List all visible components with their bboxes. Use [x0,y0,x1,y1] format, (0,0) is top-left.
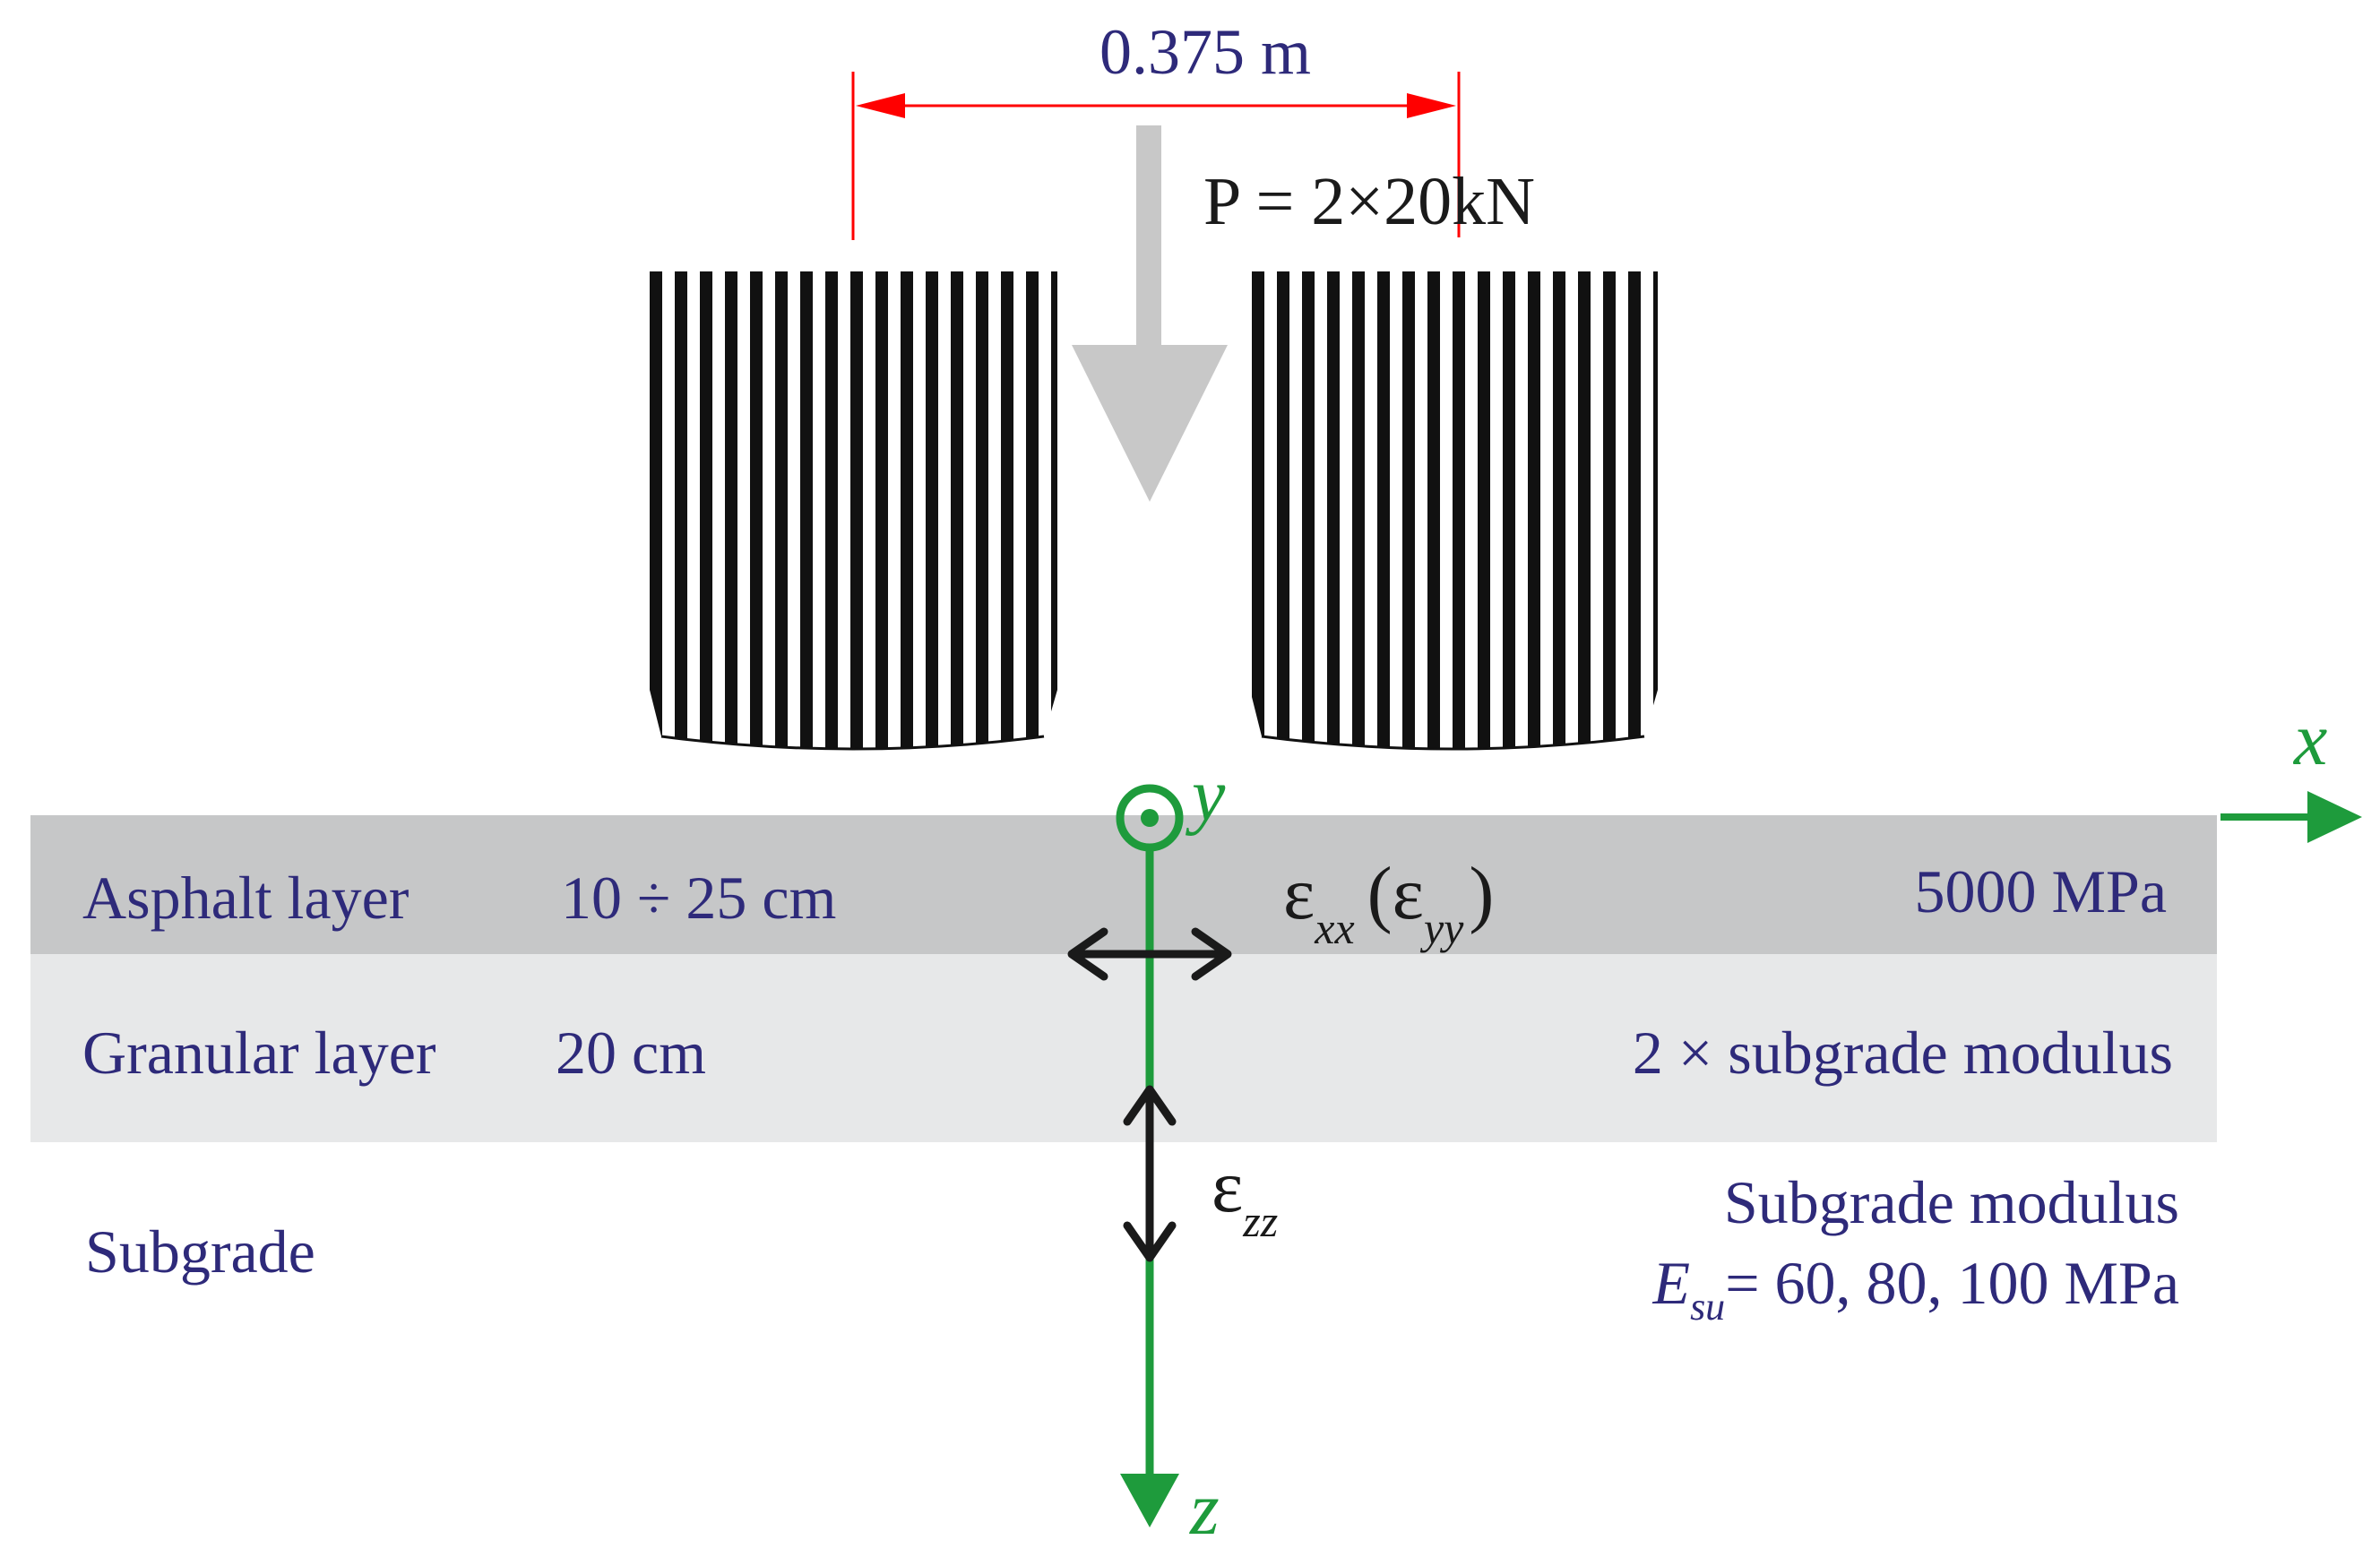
epsilon-xx-symbol: ε [1283,852,1315,935]
x-axis [2220,791,2362,843]
subgrade-modulus-values: Esu= 60, 80, 100 MPa [1652,1249,2179,1329]
epsilon-xx-subscript: xx [1314,903,1354,953]
x-axis-label: x [2292,698,2327,781]
subgrade-modulus-subscript: su [1690,1285,1725,1329]
vertical-strain-label: εzz [1212,1145,1278,1246]
z-axis-label: z [1189,1467,1220,1551]
epsilon-yy-subscript: yy [1419,903,1464,953]
right-tire [1250,271,1658,751]
horizontal-strain-arrow [1067,927,1232,981]
granular-layer-modulus: 2 × subgrade modulus [1633,1019,2173,1087]
load-arrow [1072,125,1228,502]
subgrade-modulus-title: Subgrade modulus [1724,1168,2179,1236]
subgrade-modulus-symbol: E [1652,1249,1691,1317]
epsilon-zz-symbol: ε [1212,1145,1243,1228]
asphalt-layer-thickness: 10 ÷ 25 cm [561,864,836,932]
granular-layer-name: Granular layer [82,1019,436,1087]
granular-layer [30,954,2217,1142]
vertical-strain-arrow [1123,1085,1177,1262]
y-axis-label: y [1185,753,1226,837]
epsilon-zz-subscript: zz [1242,1196,1278,1246]
epsilon-yy-symbol: ε [1393,852,1424,935]
granular-layer-thickness: 20 cm [556,1019,706,1087]
y-axis-out-of-page-icon [1116,784,1184,852]
left-tire [650,271,1057,751]
paren-close: ) [1469,852,1494,935]
dimension-line [851,72,1461,240]
subgrade-name: Subgrade [85,1217,315,1286]
subgrade-modulus-numbers: = 60, 80, 100 MPa [1725,1249,2179,1317]
asphalt-layer-name: Asphalt layer [82,864,410,932]
horizontal-strain-label: εxx(εyy) [1283,852,1494,953]
paren-open: ( [1367,852,1393,935]
load-label: P = 2×20kN [1203,164,1535,239]
dimension-label: 0.375 m [1099,16,1311,88]
asphalt-layer-modulus: 5000 MPa [1915,857,2167,925]
